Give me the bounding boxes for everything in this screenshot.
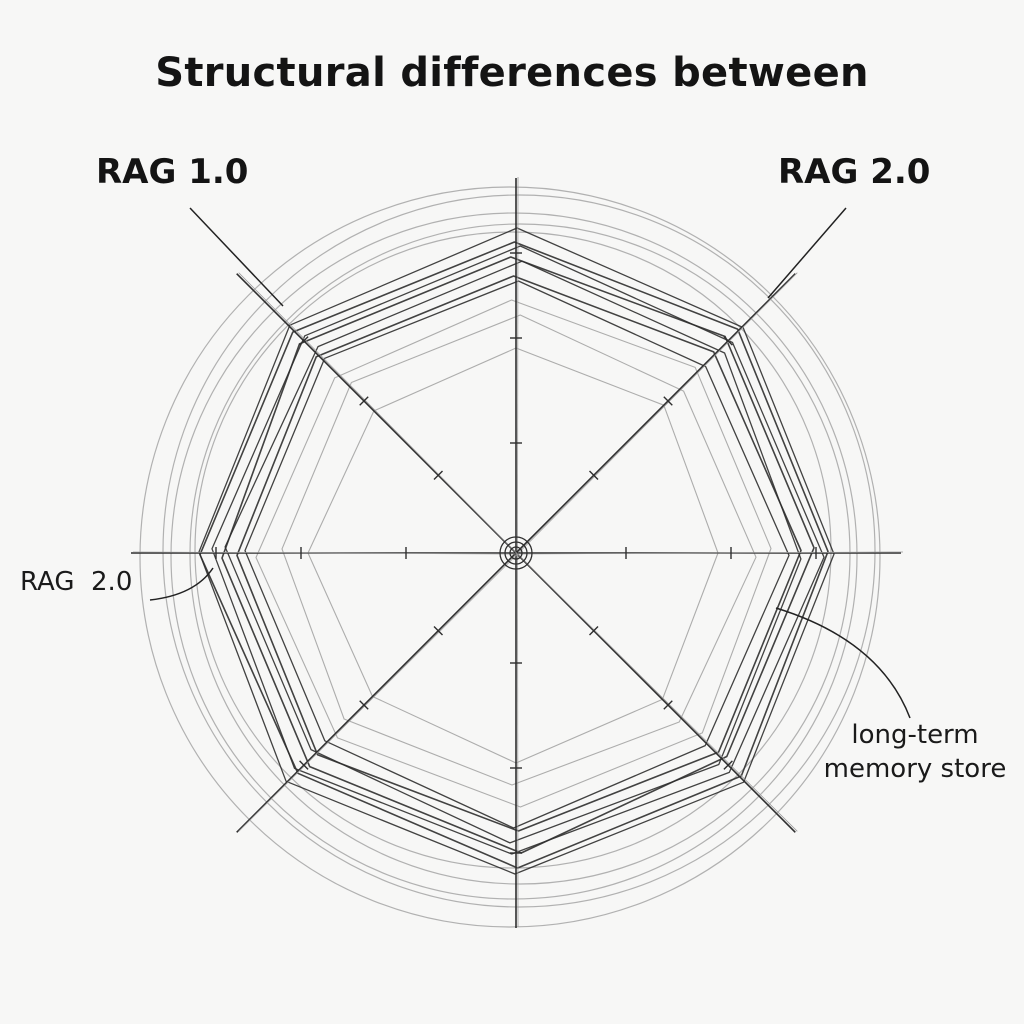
tick-mark (299, 336, 309, 346)
spoke-sketch-line (517, 272, 798, 555)
rag-1-leader (189, 207, 284, 307)
outer-circle (189, 223, 851, 885)
outer-circle (162, 194, 876, 908)
octagon-outline (198, 227, 835, 875)
tick-mark (589, 470, 599, 480)
octagon-outline (224, 260, 802, 844)
spoke-sketch-line (517, 553, 519, 928)
tick-mark (359, 396, 369, 406)
rag-2-label: RAG 2.0 (778, 152, 931, 192)
memory-store-line-2: memory store (823, 754, 1007, 784)
spoke (515, 552, 796, 833)
inner-ring (255, 299, 772, 808)
outer-circle (170, 212, 858, 900)
hub-circle (499, 536, 533, 570)
spoke (236, 273, 517, 554)
radial-spokes (131, 176, 904, 928)
tick-mark (589, 626, 599, 636)
spoke-sketch-line (132, 551, 518, 555)
spoke-sketch-line (517, 176, 519, 555)
octagon-outline (211, 245, 825, 855)
outer-circle (194, 231, 832, 869)
memory-store-annotation: long-term memory store (806, 718, 1024, 786)
tick-mark (433, 470, 443, 480)
spoke (515, 273, 796, 554)
rag-1-label: RAG 1.0 (96, 152, 249, 192)
diagram-title: Structural differences between (155, 50, 869, 96)
octagon-outline (236, 275, 802, 832)
center-hub (499, 536, 533, 570)
outer-circle (139, 186, 881, 928)
rag-2-side-annotation: RAG 2.0 (20, 567, 133, 597)
tick-mark (299, 760, 309, 770)
memory-store-line-1: long-term (851, 720, 979, 750)
spoke-tick-marks (215, 252, 817, 854)
spoke-sketch-line (517, 553, 798, 832)
tick-mark (359, 700, 369, 710)
octagon-outline (244, 280, 790, 829)
tick-mark (723, 336, 733, 346)
side-annotation-leader (149, 567, 214, 601)
spoke-sketch-line (238, 272, 518, 555)
outer-concentric-circles (139, 186, 881, 928)
tick-mark (433, 626, 443, 636)
tick-mark (663, 396, 673, 406)
inner-ring (281, 314, 757, 786)
hub-circle (509, 546, 523, 560)
spoke-sketch-line (517, 551, 904, 555)
hub-circle (504, 541, 528, 565)
memory-store-leader (775, 607, 911, 719)
spoke-sketch-line (238, 553, 518, 832)
spoke (236, 552, 517, 833)
tick-mark (723, 760, 733, 770)
label-leader-lines (149, 207, 911, 719)
rag-2-leader (767, 207, 847, 299)
tick-mark (663, 700, 673, 710)
